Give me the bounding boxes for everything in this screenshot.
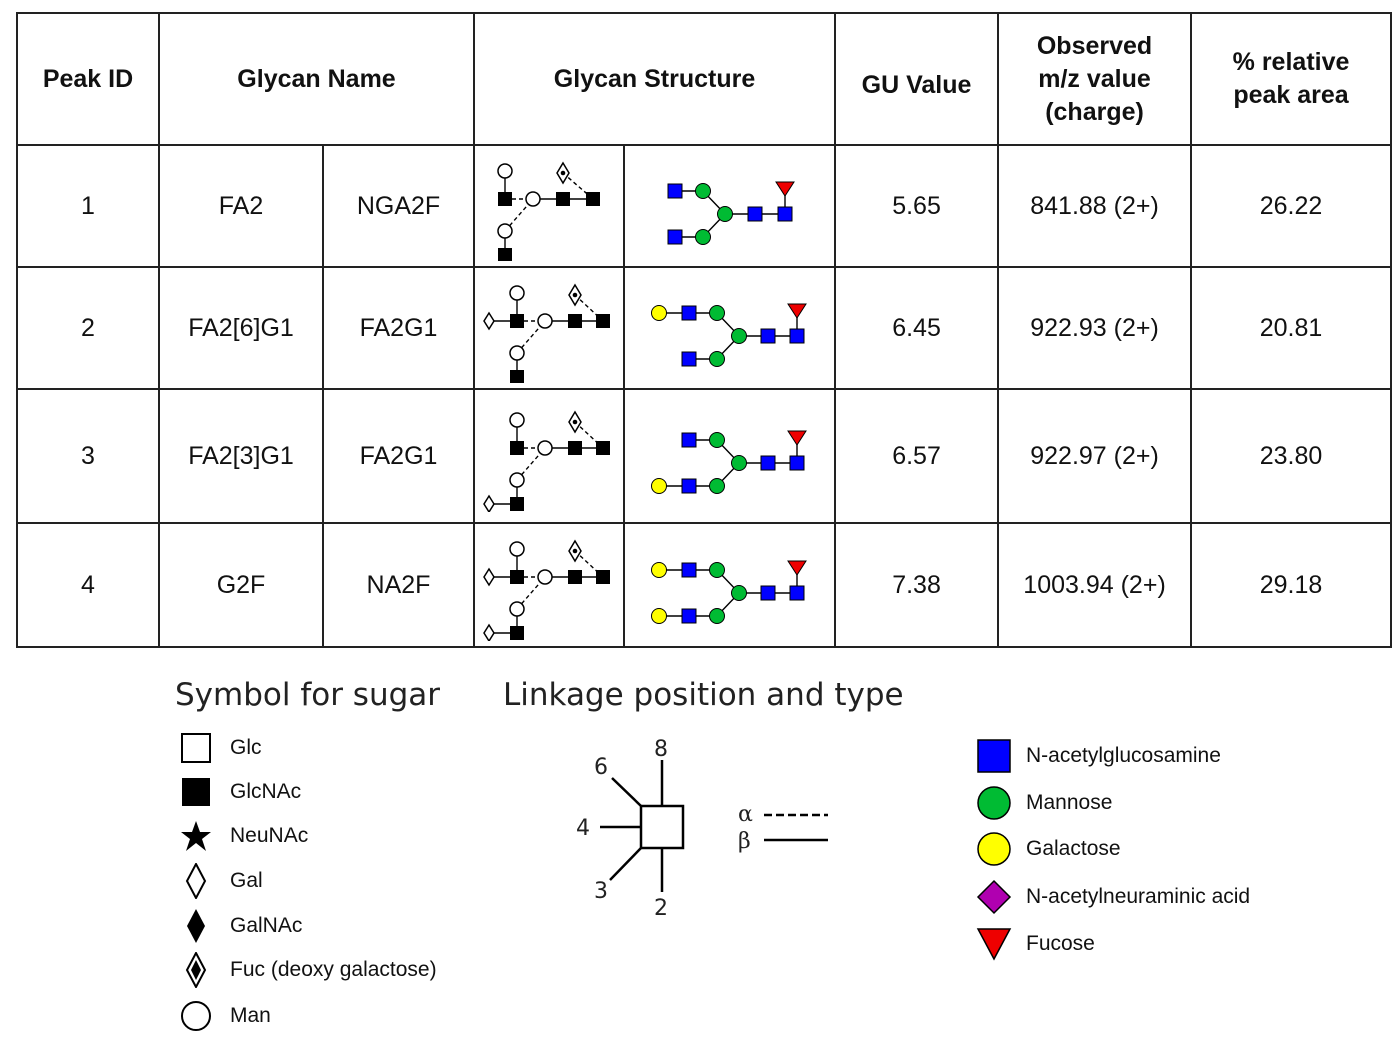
legend-item-glcnac: GlcNAc bbox=[180, 775, 301, 809]
legend-item-man: Man bbox=[180, 999, 271, 1033]
glycan-structure-bw bbox=[483, 283, 611, 383]
legend-item-gal: Gal bbox=[180, 863, 263, 899]
glycan-table: Peak ID Glycan Name Glycan Structure GU … bbox=[16, 12, 1393, 648]
glycan-structure-bw bbox=[483, 539, 611, 641]
legend-item-neuraminic: N-acetylneuraminic acid bbox=[976, 878, 1250, 916]
area-cell: 26.22 bbox=[1190, 144, 1393, 268]
linkage-label-8: 8 bbox=[654, 737, 668, 762]
gu-value-cell: 7.38 bbox=[834, 522, 1000, 648]
legend-item-glcnac-color: N-acetylglucosamine bbox=[976, 737, 1221, 775]
legend-item-galactose: Galactose bbox=[976, 830, 1121, 868]
glycan-alt-name-cell: FA2G1 bbox=[321, 266, 476, 390]
linkage-label-2: 2 bbox=[654, 896, 668, 921]
dotted-diamond-icon bbox=[185, 952, 207, 988]
table-row: 3 FA2[3]G1 FA2G1 bbox=[16, 388, 1393, 524]
legend-label: N-acetylglucosamine bbox=[1026, 744, 1221, 767]
legend-item-glc: Glc bbox=[180, 731, 262, 765]
glycan-name-cell: FA2[3]G1 bbox=[158, 388, 324, 524]
legend-label: Man bbox=[230, 1004, 271, 1027]
mz-cell: 841.88 (2+) bbox=[997, 144, 1193, 268]
legend-label: Glc bbox=[230, 736, 262, 759]
legend-label: Fucose bbox=[1026, 932, 1095, 955]
linkage-legend-title: Linkage position and type bbox=[503, 677, 904, 713]
open-diamond-icon bbox=[185, 863, 207, 899]
structure-color-cell bbox=[623, 388, 837, 524]
legend-label: GalNAc bbox=[230, 914, 303, 937]
yellow-circle-icon bbox=[977, 832, 1011, 866]
gu-value-cell: 6.45 bbox=[834, 266, 1000, 390]
peak-id-header: Peak ID bbox=[16, 12, 160, 146]
mz-header: Observed m/z value (charge) bbox=[997, 12, 1193, 146]
glycan-structure-bw bbox=[497, 161, 601, 261]
glycan-name-cell: FA2[6]G1 bbox=[158, 266, 324, 390]
purple-diamond-icon bbox=[976, 879, 1012, 915]
legend-label: Gal bbox=[230, 869, 263, 892]
peak-id-cell: 2 bbox=[16, 266, 160, 390]
glycan-structure-snfg bbox=[651, 560, 807, 624]
mz-cell: 922.93 (2+) bbox=[997, 266, 1193, 390]
legend-label: Mannose bbox=[1026, 791, 1113, 814]
gu-value-header: GU Value bbox=[834, 12, 1000, 146]
glycan-structure-snfg bbox=[651, 430, 807, 494]
red-triangle-icon bbox=[976, 928, 1012, 961]
legend-label: Fuc (deoxy galactose) bbox=[230, 958, 437, 981]
linkage-label-6: 6 bbox=[594, 755, 608, 780]
linkage-label-3: 3 bbox=[594, 879, 608, 904]
open-circle-icon bbox=[181, 1001, 211, 1031]
table-row: 4 G2F NA2F bbox=[16, 522, 1393, 648]
legend-label: Galactose bbox=[1026, 837, 1121, 860]
glycan-name-cell: FA2 bbox=[158, 144, 324, 268]
open-square-icon bbox=[181, 733, 211, 763]
glycan-structure-header: Glycan Structure bbox=[473, 12, 837, 146]
structure-mono-cell bbox=[473, 388, 626, 524]
glycan-structure-bw bbox=[483, 410, 611, 512]
green-circle-icon bbox=[977, 786, 1011, 820]
linkage-label-4: 4 bbox=[576, 816, 590, 841]
linkage-diagram: 6 8 4 3 2 α β bbox=[576, 737, 828, 921]
peak-id-cell: 4 bbox=[16, 522, 160, 648]
legend-label: N-acetylneuraminic acid bbox=[1026, 885, 1251, 908]
gu-value-cell: 5.65 bbox=[834, 144, 1000, 268]
glycan-name-header: Glycan Name bbox=[157, 12, 476, 146]
structure-mono-cell bbox=[473, 266, 626, 390]
structure-mono-cell bbox=[473, 144, 626, 268]
legend-item-galnac: GalNAc bbox=[180, 909, 302, 943]
alpha-label: α bbox=[738, 802, 753, 827]
structure-color-cell bbox=[623, 266, 837, 390]
glycan-alt-name-cell: NA2F bbox=[321, 522, 476, 648]
filled-star-icon bbox=[181, 821, 211, 851]
gu-value-cell: 6.57 bbox=[834, 388, 1000, 524]
structure-color-cell bbox=[623, 144, 837, 268]
structure-color-cell bbox=[623, 522, 837, 648]
legend-item-fucose: Fucose bbox=[976, 925, 1095, 963]
peak-id-cell: 1 bbox=[16, 144, 160, 268]
mz-cell: 922.97 (2+) bbox=[997, 388, 1193, 524]
mz-cell: 1003.94 (2+) bbox=[997, 522, 1193, 648]
legend-item-mannose: Mannose bbox=[976, 784, 1112, 822]
table-row: 1 FA2 NGA2F bbox=[16, 144, 1393, 268]
area-cell: 23.80 bbox=[1190, 388, 1393, 524]
peak-id-cell: 3 bbox=[16, 388, 160, 524]
area-header: % relative peak area bbox=[1190, 12, 1393, 146]
legend-item-neunac: NeuNAc bbox=[180, 819, 308, 853]
sugar-legend-title: Symbol for sugar bbox=[175, 677, 441, 713]
beta-label: β bbox=[738, 829, 751, 854]
blue-square-icon bbox=[977, 739, 1011, 773]
legend-item-fuc: Fuc (deoxy galactose) bbox=[180, 952, 437, 988]
glycan-alt-name-cell: NGA2F bbox=[321, 144, 476, 268]
legend-label: GlcNAc bbox=[230, 780, 302, 803]
table-row: 2 FA2[6]G1 FA2G1 bbox=[16, 266, 1393, 390]
filled-diamond-icon bbox=[187, 909, 205, 943]
area-cell: 20.81 bbox=[1190, 266, 1393, 390]
area-cell: 29.18 bbox=[1190, 522, 1393, 648]
glycan-structure-snfg bbox=[651, 303, 807, 367]
filled-square-icon bbox=[182, 778, 210, 806]
structure-mono-cell bbox=[473, 522, 626, 648]
header-row: Peak ID Glycan Name Glycan Structure GU … bbox=[16, 12, 1393, 146]
glycan-structure-snfg bbox=[667, 181, 795, 245]
legend-label: NeuNAc bbox=[230, 824, 309, 847]
glycan-alt-name-cell: FA2G1 bbox=[321, 388, 476, 524]
glycan-name-cell: G2F bbox=[158, 522, 324, 648]
